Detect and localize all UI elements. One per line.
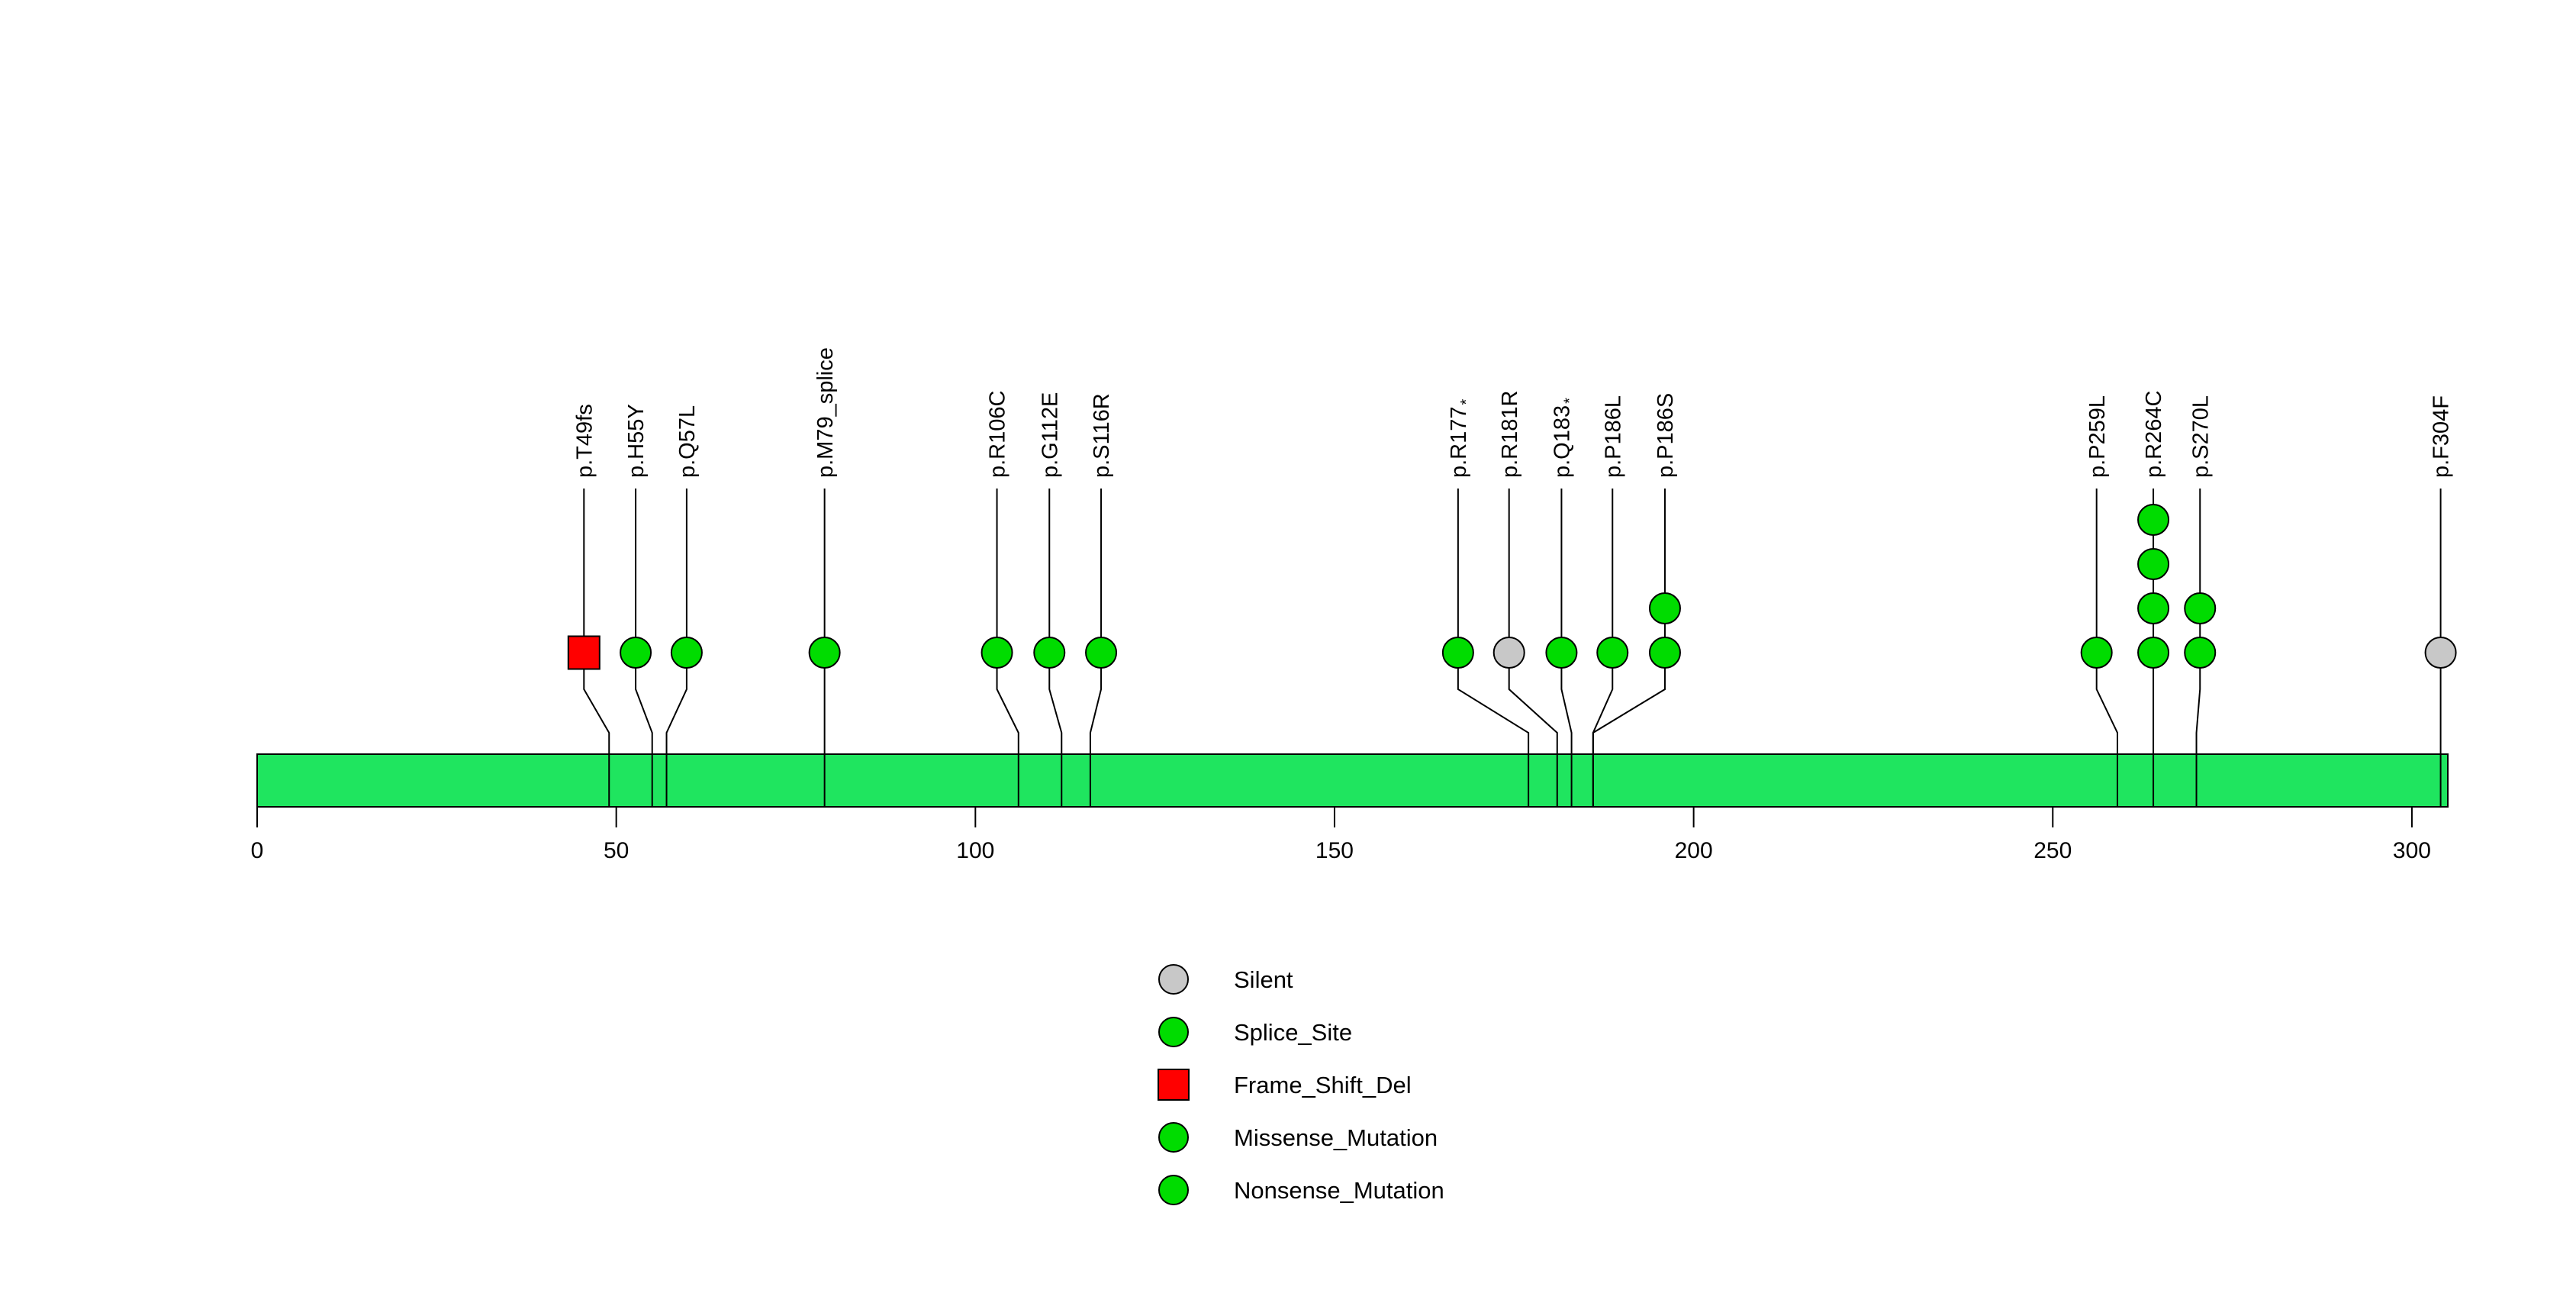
legend-swatch-circle xyxy=(1158,1017,1189,1047)
mutation-label: p.F304F xyxy=(2429,395,2454,478)
mutation-label: p.R106C xyxy=(986,391,1010,478)
mutation-label-group: p.R177* xyxy=(1447,398,1475,478)
mutation-marker-circle xyxy=(1648,637,1681,669)
mutation-label-group: p.F304F xyxy=(2429,395,2454,478)
mutation-marker-circle xyxy=(808,637,841,669)
mutation-label: p.S270L xyxy=(2188,395,2213,478)
legend-label: Missense_Mutation xyxy=(1234,1124,1438,1151)
legend-swatch-circle xyxy=(1158,964,1189,995)
mutation-marker-circle xyxy=(2184,592,2217,624)
mutation-label-group: p.P186S xyxy=(1653,393,1678,478)
mutation-stem xyxy=(996,489,1019,807)
mutation-label-group: p.Q57L xyxy=(675,405,700,478)
mutation-label-group: p.R264C xyxy=(2142,391,2166,478)
mutation-stem xyxy=(1457,489,1530,807)
legend-swatch-square xyxy=(1158,1069,1190,1101)
axis-tick-label: 0 xyxy=(251,838,264,863)
axis-tick-label: 200 xyxy=(1675,838,1713,863)
mutation-label-group: p.P259L xyxy=(2085,395,2110,478)
mutation-marker-circle xyxy=(980,637,1013,669)
mutation-marker-circle xyxy=(620,637,652,669)
mutation-marker-circle xyxy=(1033,637,1066,669)
mutation-label: p.T49fs xyxy=(572,404,597,478)
axis-tick-label: 150 xyxy=(1315,838,1354,863)
mutation-label-group: p.R106C xyxy=(986,391,1010,478)
mutation-marker-circle xyxy=(2137,637,2170,669)
mutation-label: p.H55Y xyxy=(624,404,649,478)
mutation-label: p.M79_splice xyxy=(813,347,838,478)
mutation-stem xyxy=(1048,489,1063,807)
mutation-marker-square xyxy=(567,635,601,670)
mutation-marker-circle xyxy=(2137,548,2170,580)
mutation-stem xyxy=(2095,489,2118,807)
protein-bar xyxy=(256,753,2449,808)
mutation-label-group: p.H55Y xyxy=(624,404,649,478)
legend-label: Frame_Shift_Del xyxy=(1234,1072,1412,1098)
mutation-stem xyxy=(635,489,653,807)
axis-tick-label: 100 xyxy=(956,838,994,863)
legend-label: Silent xyxy=(1234,966,1293,993)
mutation-marker-circle xyxy=(1648,592,1681,624)
mutation-label-group: p.R181R xyxy=(1498,391,1522,478)
mutation-label-group: p.T49fs xyxy=(572,404,597,478)
mutation-label: p.P186S xyxy=(1653,393,1678,478)
mutation-stem xyxy=(665,489,687,807)
mutation-marker-circle xyxy=(2424,637,2457,669)
mutation-label: p.R181R xyxy=(1498,391,1522,478)
mutation-label: p.Q57L xyxy=(675,405,700,478)
mutation-label: p.R177* xyxy=(1447,398,1475,478)
mutation-marker-circle xyxy=(2137,592,2170,624)
axis-tick-label: 300 xyxy=(2393,838,2431,863)
legend-swatch-circle xyxy=(1158,1175,1189,1205)
mutation-label-group: p.P186L xyxy=(1601,395,1625,478)
mutation-stem xyxy=(2195,489,2201,807)
mutation-label: p.Q183* xyxy=(1550,398,1579,478)
mutation-marker-circle xyxy=(670,637,703,669)
axis-tick-label: 250 xyxy=(2033,838,2072,863)
mutation-marker-circle xyxy=(2080,637,2113,669)
mutation-stem xyxy=(1560,489,1573,807)
legend-swatch-circle xyxy=(1158,1122,1189,1153)
mutation-marker-circle xyxy=(1085,637,1118,669)
mutation-stem xyxy=(1089,489,1103,807)
axis-tick-label: 50 xyxy=(604,838,629,863)
mutation-label-group: p.S116R xyxy=(1090,393,1114,478)
mutation-label: p.P259L xyxy=(2085,395,2110,478)
mutation-marker-circle xyxy=(1545,637,1578,669)
mutation-label-group: p.M79_splice xyxy=(813,347,838,478)
mutation-stem xyxy=(1508,489,1558,807)
mutation-label: p.R264C xyxy=(2142,391,2166,478)
mutation-stem xyxy=(583,489,610,807)
mutation-label: p.P186L xyxy=(1601,395,1625,478)
mutation-label-group: p.G112E xyxy=(1038,392,1062,478)
legend-label: Nonsense_Mutation xyxy=(1234,1177,1444,1204)
mutation-label: p.G112E xyxy=(1038,392,1062,478)
mutation-marker-circle xyxy=(1441,637,1474,669)
mutation-stem xyxy=(1592,489,1666,807)
mutation-label-group: p.Q183* xyxy=(1550,398,1579,478)
mutation-marker-circle xyxy=(1492,637,1525,669)
mutation-marker-circle xyxy=(1596,637,1629,669)
mutation-marker-circle xyxy=(2184,637,2217,669)
mutation-marker-circle xyxy=(2137,504,2170,536)
mutation-label-group: p.S270L xyxy=(2188,395,2213,478)
mutation-label: p.S116R xyxy=(1090,393,1114,478)
legend-label: Splice_Site xyxy=(1234,1019,1352,1046)
